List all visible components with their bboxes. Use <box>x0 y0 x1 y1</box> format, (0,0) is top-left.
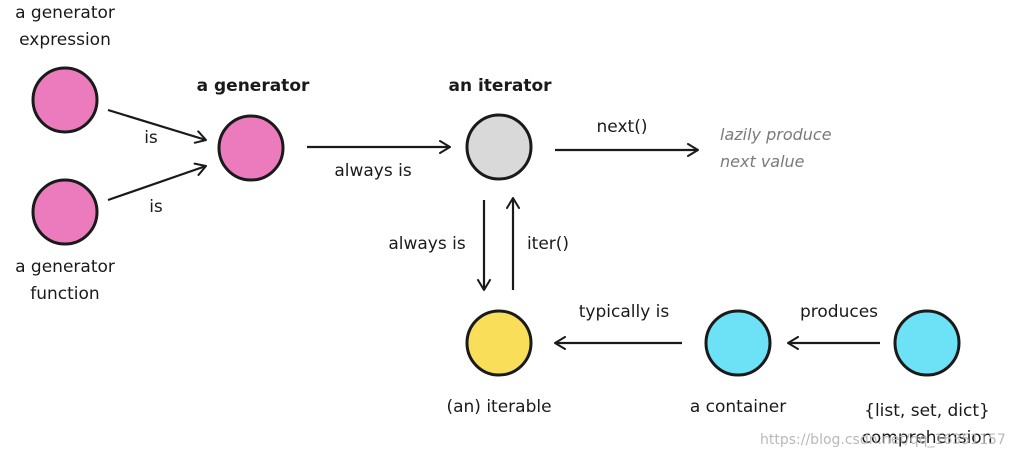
generator-expression-label-line-1: a generator <box>15 3 115 23</box>
container-label: a container <box>689 397 787 417</box>
note-line-2: next value <box>720 152 805 171</box>
generator-function-label-line-1: a generator <box>15 257 115 277</box>
comprehension-label-line-2: comprehension <box>861 428 993 448</box>
watermark: https://blog.csdn.net/qq_16351157 <box>760 432 1006 448</box>
iterable-node <box>465 309 533 377</box>
edge-label-iter: iter() <box>526 234 570 254</box>
lazily-produce-note: lazily produce next value <box>720 121 832 175</box>
generator-node <box>217 114 285 182</box>
edge-label-typically-is: typically is <box>578 302 670 322</box>
arrow-expr-to-generator <box>107 108 207 144</box>
comprehension-label-line-1: {list, set, dict} <box>864 401 990 421</box>
generator-label: a generator <box>196 76 310 96</box>
generator-expression-label-line-2: expression <box>19 30 111 50</box>
iterator-label: an iterator <box>448 76 552 96</box>
generator-expression-node <box>31 66 99 134</box>
container-node <box>704 309 772 377</box>
generator-expression-label: a generator expression <box>15 0 115 54</box>
edge-label-always-is-vertical: always is <box>388 234 466 254</box>
edge-label-func-is: is <box>149 197 163 217</box>
edge-label-next: next() <box>596 117 648 137</box>
generator-function-label: a generator function <box>15 254 115 308</box>
edge-label-expr-is: is <box>144 128 158 148</box>
iterator-node <box>465 113 533 181</box>
edge-label-always-is-horizontal: always is <box>334 161 412 181</box>
edge-label-produces: produces <box>799 302 879 322</box>
note-line-1: lazily produce <box>720 125 832 144</box>
generator-function-node <box>31 178 99 246</box>
generator-function-label-line-2: function <box>30 284 100 304</box>
comprehension-label: {list, set, dict} comprehension <box>862 398 993 452</box>
arrow-func-to-generator <box>107 162 207 202</box>
comprehension-node <box>893 309 961 377</box>
iterable-label: (an) iterable <box>446 397 552 417</box>
